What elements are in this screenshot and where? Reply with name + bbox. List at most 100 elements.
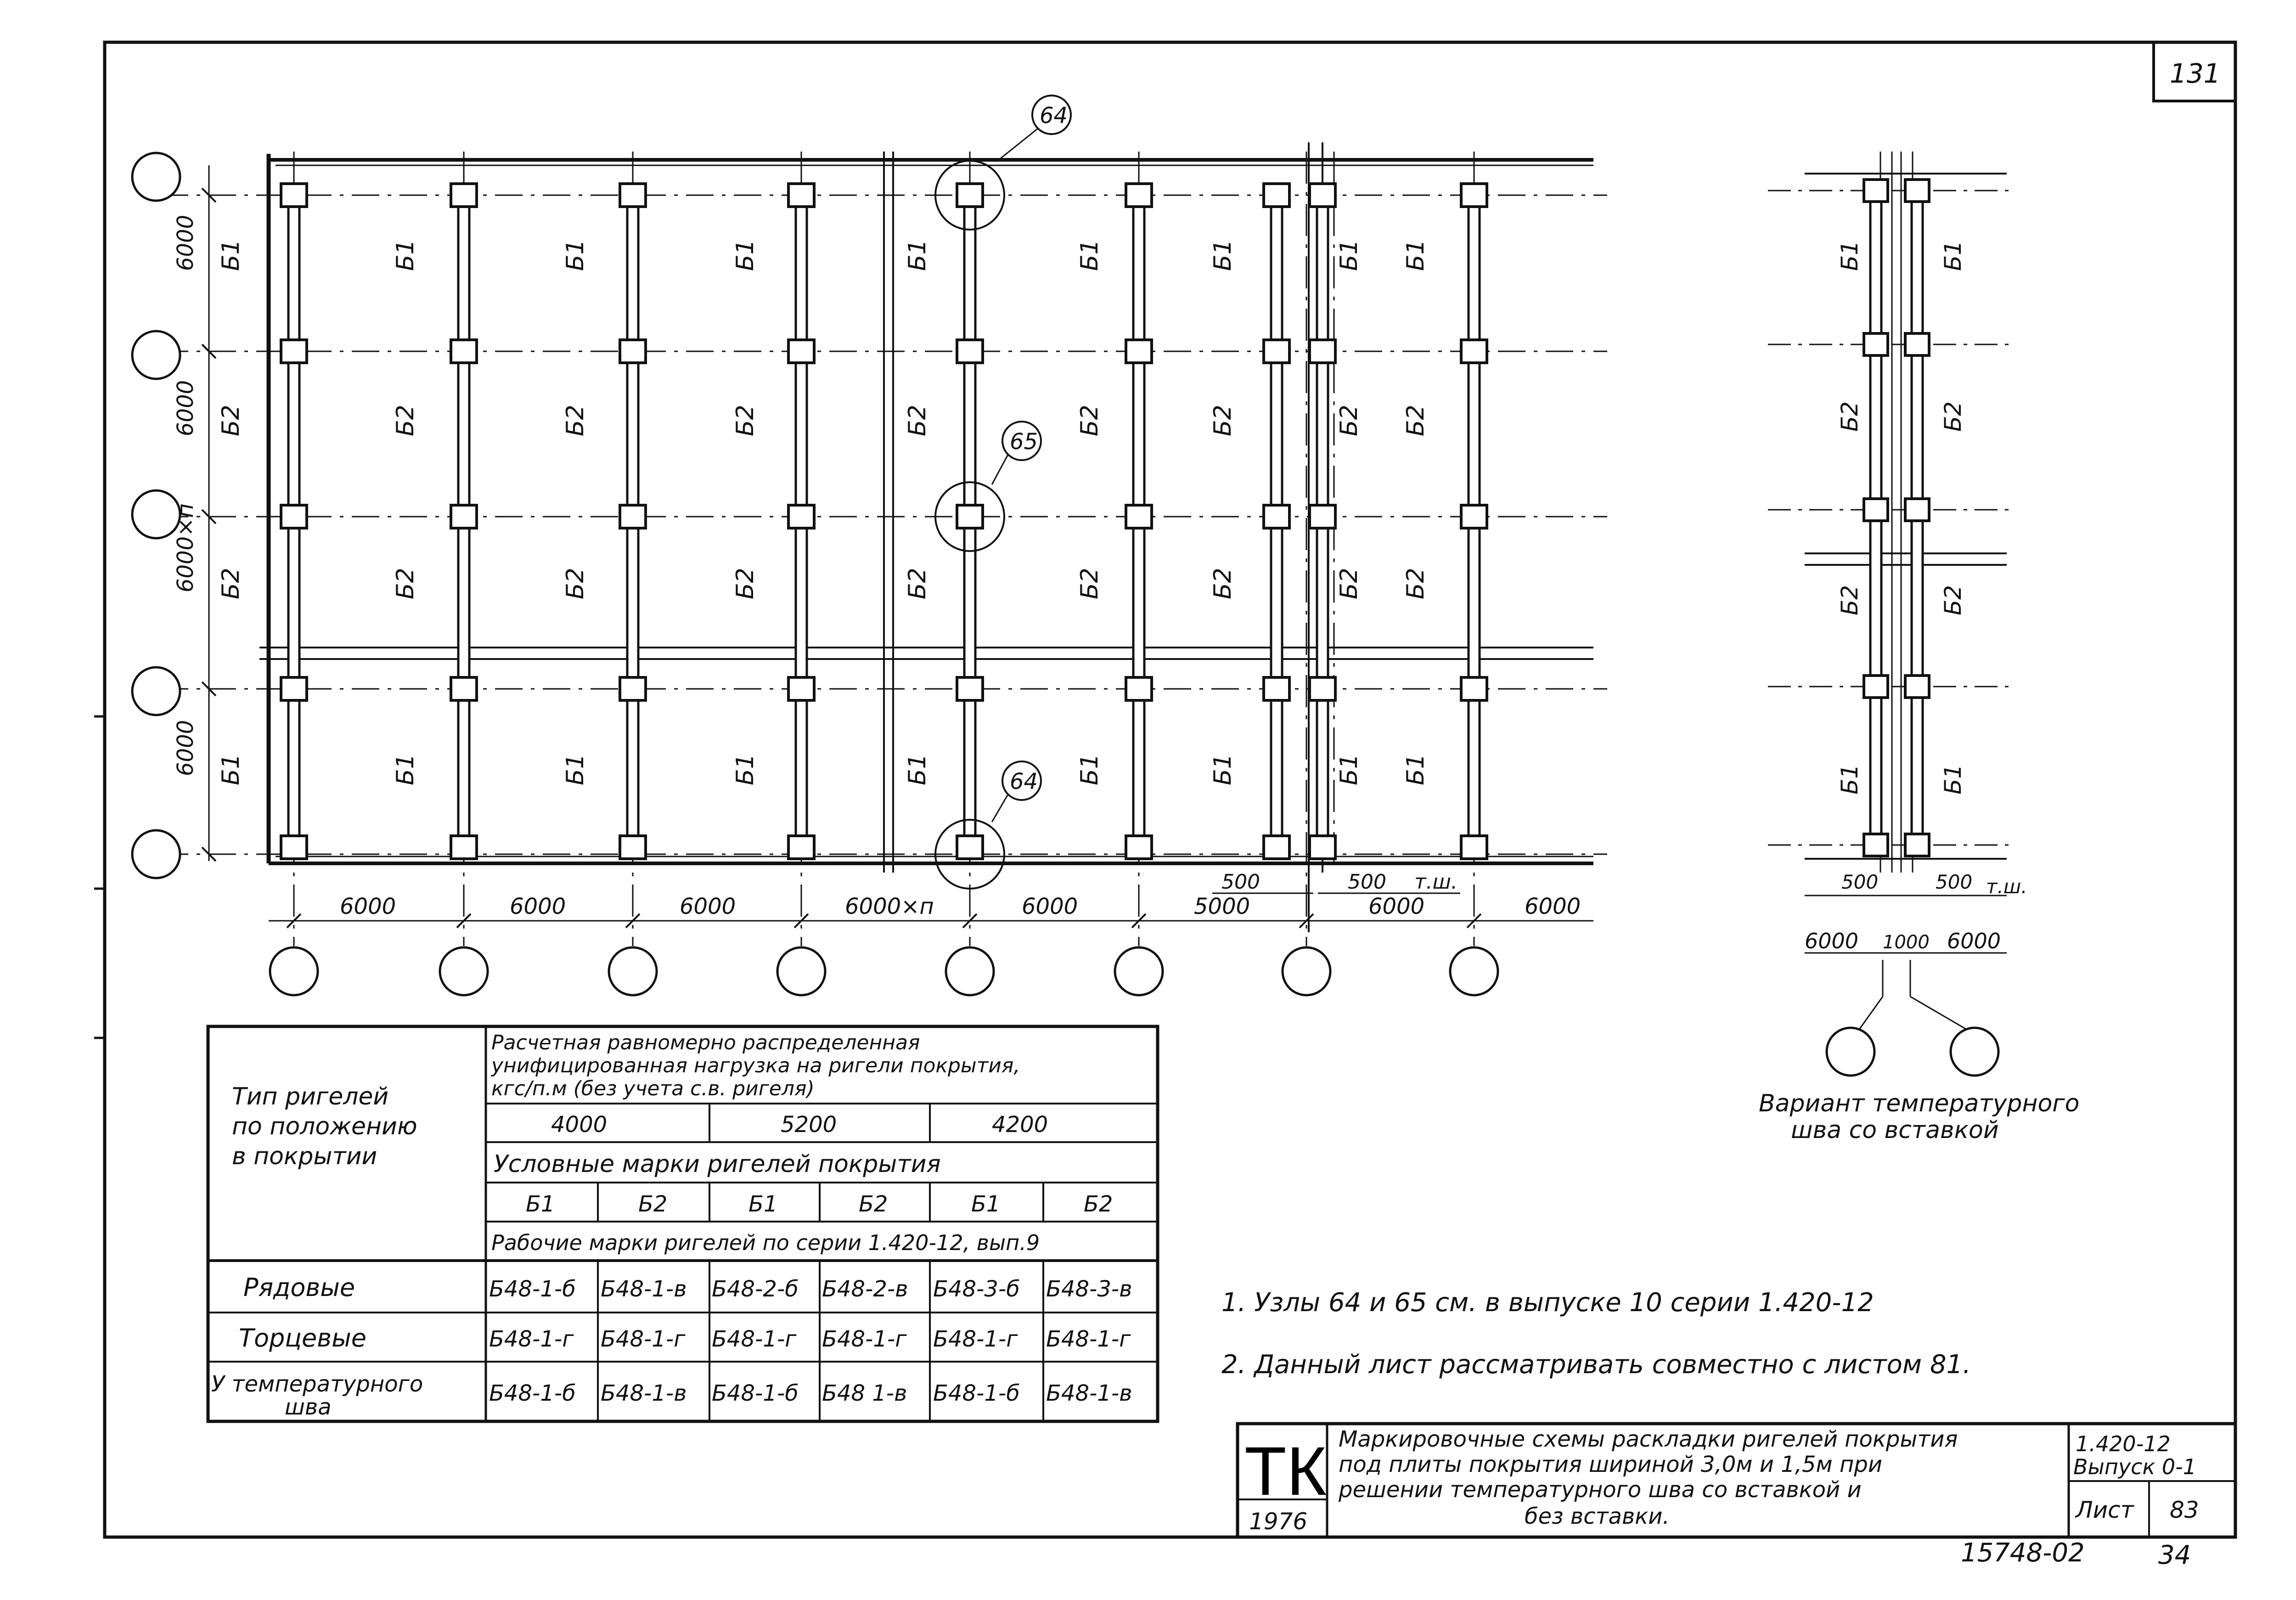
table-cell: Б48-1-б: [489, 1380, 576, 1406]
table-cell: Б48-2-б: [712, 1276, 799, 1302]
framing-plan: Б1Б2Б2Б1Б1Б2Б2Б1Б1Б2Б2Б1Б1Б2Б2Б1Б1Б2Б2Б1…: [131, 95, 1607, 997]
beam-label: Б1: [1076, 754, 1103, 785]
beam-label: Б1: [392, 754, 419, 785]
beam-label: Б2: [1402, 405, 1429, 436]
node-circle: [934, 481, 1005, 552]
small-dimension: 500: [1221, 870, 1260, 894]
column-node: [1904, 833, 1930, 857]
beam-label: Б1: [1940, 241, 1966, 271]
left-dimension: 6000: [173, 720, 198, 776]
left-dimension: 6000×п: [173, 503, 198, 592]
variant-dimension: 6000: [1805, 929, 1858, 953]
title-block-text: ТК 1976 Маркировочные схемы раскладки ри…: [1244, 1426, 2199, 1535]
column-node: [956, 182, 984, 208]
callout-leader: [996, 128, 1038, 163]
column-node: [450, 182, 478, 208]
column-node: [619, 676, 647, 702]
dimension-tick: [201, 187, 217, 203]
beam-label: Б1: [1836, 764, 1863, 794]
column-node: [787, 676, 816, 702]
beam-label: Б2: [562, 568, 589, 599]
mark: Б2: [638, 1191, 667, 1217]
dimension-tick: [286, 913, 302, 929]
variant-caption-line2: шва со вставкой: [1791, 1116, 1999, 1144]
beam-label: Б2: [1940, 585, 1966, 615]
beam-label: Б1: [217, 239, 245, 271]
axis-bubble: [1449, 946, 1499, 997]
beam-label: Б2: [732, 405, 759, 436]
column-node: [1125, 834, 1153, 860]
beam-label: Б1: [904, 754, 931, 785]
variant-dimension: 6000: [1947, 929, 2001, 953]
axis-bubble: [131, 829, 181, 879]
table-cell: Б48-1-г: [1046, 1326, 1131, 1352]
table-cell: Б48-1-в: [601, 1380, 687, 1406]
axis-bubble: [1825, 1026, 1876, 1077]
callout-number: 64: [1010, 769, 1038, 794]
column-node: [787, 338, 816, 364]
riegel-table: [206, 1025, 1159, 1423]
column-node: [1863, 674, 1889, 699]
load-value: 5200: [781, 1112, 837, 1138]
table-cell: Б48-1-б: [933, 1380, 1020, 1406]
node-circle: [934, 160, 1005, 231]
table-cell: Б48-1-г: [601, 1326, 686, 1352]
column-node: [956, 676, 984, 702]
table-cell: Б48-1-в: [601, 1276, 687, 1302]
axis-bubble: [269, 946, 319, 997]
beam-label: Б2: [1940, 401, 1966, 432]
beam-label: Б2: [1335, 405, 1363, 436]
column-node: [1125, 504, 1153, 530]
axis-bubble: [1281, 946, 1332, 997]
dimension-tick: [1131, 913, 1147, 929]
callout-number: 64: [1040, 103, 1068, 129]
bottom-page: 34: [2158, 1540, 2191, 1570]
small-dimension: т.ш.: [1986, 875, 2027, 898]
sheet-number: 83: [2170, 1497, 2199, 1523]
dimension-tick: [1466, 913, 1482, 929]
beam-label: Б1: [732, 754, 759, 785]
row-name: У температурного: [211, 1371, 423, 1397]
column-node: [1308, 504, 1337, 530]
beam-label: Б2: [1209, 568, 1237, 599]
axis-bubble: [439, 946, 489, 997]
load-value: 4000: [551, 1112, 607, 1138]
table-cell: Б48-1-б: [489, 1276, 576, 1302]
column-node: [1863, 178, 1889, 203]
beam-label: Б1: [1402, 754, 1429, 785]
beam-label: Б2: [1402, 568, 1429, 599]
issue: Выпуск 0-1: [2073, 1454, 2196, 1479]
note-2: 2. Данный лист рассматривать совместно с…: [1221, 1350, 1971, 1380]
beam-label: Б1: [1836, 241, 1863, 271]
bottom-code: 15748-02: [1961, 1538, 2085, 1568]
table-cell: Б48-1-г: [489, 1326, 574, 1352]
beam-label: Б1: [392, 239, 419, 271]
left-dimension: 6000: [173, 215, 198, 271]
small-dimension: т.ш.: [1414, 870, 1458, 894]
callout-bubble: [1002, 761, 1042, 801]
column-node: [787, 182, 816, 208]
dimension-tick: [1299, 913, 1314, 929]
axis-bubble: [776, 946, 827, 997]
column-node: [280, 834, 308, 860]
row-name: шва: [285, 1394, 332, 1420]
column-node: [1460, 834, 1488, 860]
column-node: [1262, 504, 1291, 530]
dimension-tick: [201, 509, 217, 524]
column-node: [1904, 178, 1930, 203]
column-node: [450, 834, 478, 860]
working-header: Рабочие марки ригелей по серии 1.420-12,…: [491, 1230, 1040, 1255]
column-node: [956, 504, 984, 530]
axis-bubble: [1114, 946, 1164, 997]
beam-label: Б2: [1836, 585, 1863, 615]
column-node: [619, 504, 647, 530]
variant-dimension: 1000: [1883, 932, 1930, 953]
small-dimension: 500: [1841, 871, 1878, 893]
mark: Б2: [1084, 1191, 1113, 1217]
bottom-dimension: 5000: [1194, 894, 1250, 919]
column-node: [787, 834, 816, 860]
callout-leader: [991, 454, 1009, 485]
column-node: [1125, 182, 1153, 208]
